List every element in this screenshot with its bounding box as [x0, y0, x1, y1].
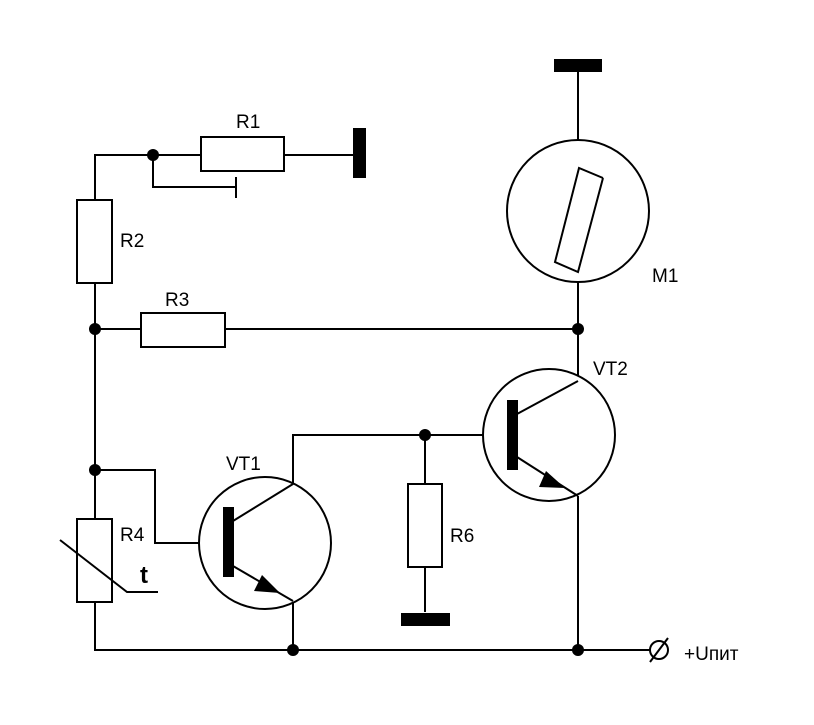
label-supply: +Uпит — [684, 644, 739, 665]
label-r4: R4 — [120, 525, 145, 546]
wire-bottom-rail — [94, 602, 650, 651]
r1-power-rail — [353, 128, 366, 178]
transistor-vt2 — [482, 368, 616, 502]
junction-node — [287, 644, 299, 656]
junction-node — [89, 323, 101, 335]
supply-terminal — [649, 637, 669, 663]
thermistor-slash — [59, 539, 158, 593]
label-r3: R3 — [165, 290, 189, 311]
vt1-emitter-arrow — [254, 575, 280, 593]
label-thermistor-t: t — [140, 562, 148, 589]
thermistor-body — [76, 518, 113, 603]
wires — [94, 66, 650, 651]
vt2-emitter-arrow — [539, 471, 565, 488]
vt2-collector-lead — [516, 380, 579, 415]
junction-node — [572, 323, 584, 335]
terminal-slash — [649, 637, 669, 663]
vt1-base-bar — [223, 507, 234, 577]
r6-power-rail — [401, 613, 450, 626]
vt2-base-bar — [507, 400, 518, 470]
thermistor-r4 — [59, 518, 158, 603]
label-vt1: VT1 — [226, 454, 261, 475]
label-r1: R1 — [236, 112, 260, 133]
motor-m1 — [506, 139, 650, 283]
vt1-collector-lead — [232, 483, 294, 522]
junction-node — [572, 644, 584, 656]
resistor-r3 — [140, 312, 226, 348]
label-r6: R6 — [450, 526, 474, 547]
transistor-vt1 — [198, 476, 332, 610]
label-r2: R2 — [120, 231, 144, 252]
label-m1: M1 — [652, 266, 678, 287]
m1-power-rail — [554, 59, 602, 72]
wire-vt1-base — [95, 469, 229, 544]
junction-node — [419, 429, 431, 441]
junction-node — [89, 464, 101, 476]
resistor-r6 — [407, 483, 443, 568]
wire-vt1-collector — [292, 434, 510, 484]
motor-circle — [506, 139, 650, 283]
wire-r2-to-r1 — [94, 154, 200, 200]
junction-node — [147, 149, 159, 161]
motor-symbol — [553, 166, 604, 274]
resistor-r2 — [76, 199, 113, 284]
resistor-r1 — [200, 136, 285, 172]
label-vt2: VT2 — [593, 359, 628, 380]
junctions — [89, 149, 584, 656]
wire-r1-tap — [152, 155, 236, 188]
